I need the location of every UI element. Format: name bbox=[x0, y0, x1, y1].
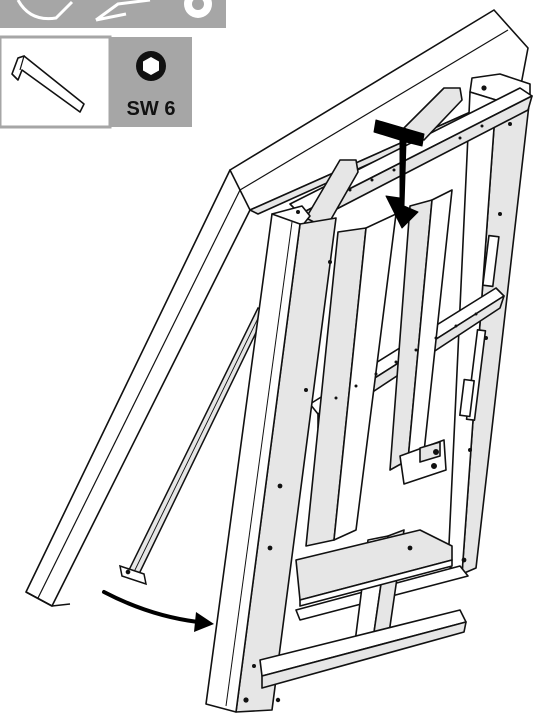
allen-key-icon bbox=[11, 55, 85, 113]
down-arrow-icon bbox=[373, 119, 425, 229]
socket-size-label: SW 6 bbox=[127, 98, 176, 120]
partial-tool-icons bbox=[16, 0, 212, 22]
bolt-holes bbox=[243, 85, 512, 703]
tool-panel: SW 6 bbox=[0, 0, 226, 129]
steel-frame bbox=[205, 73, 533, 713]
panel-board bbox=[25, 9, 529, 607]
hook-brackets bbox=[305, 87, 463, 229]
curved-arrow-icon bbox=[102, 590, 214, 632]
hex-socket-icon bbox=[136, 51, 166, 81]
